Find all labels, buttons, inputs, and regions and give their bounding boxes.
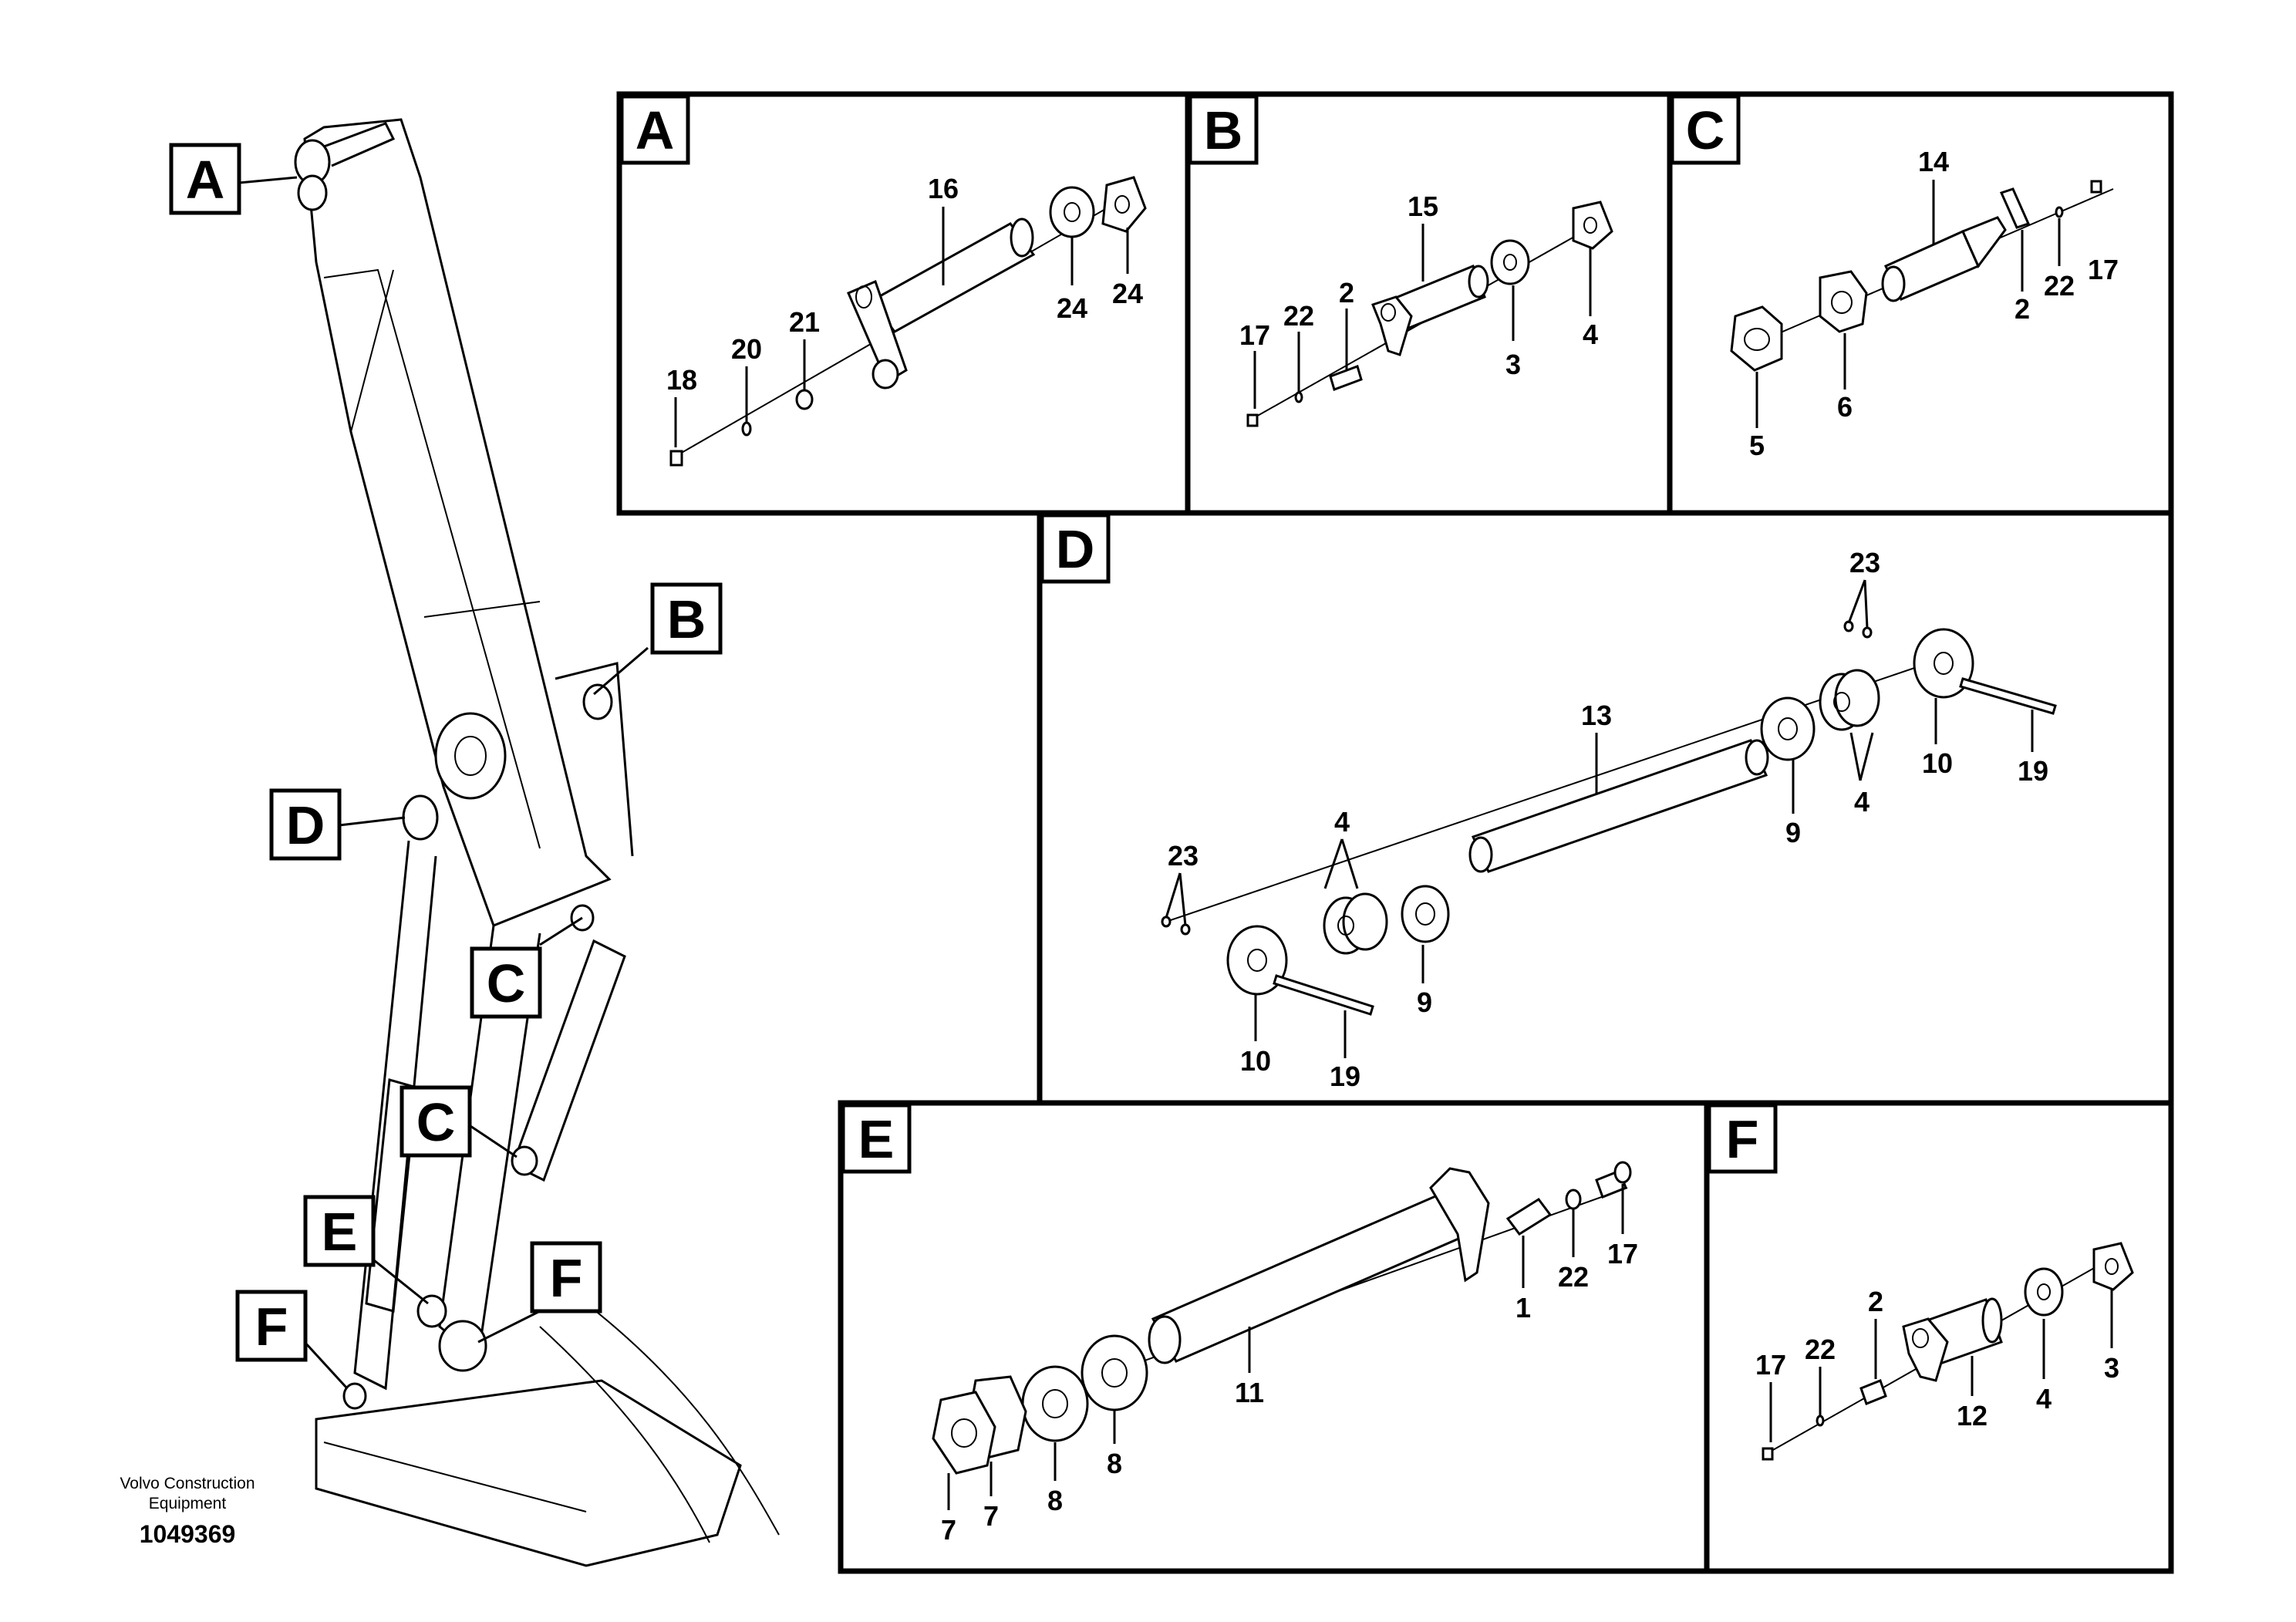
- callout-f-left: F: [235, 1290, 308, 1362]
- panel-c-parts: 14 2 22 17 5 6: [1730, 146, 2119, 461]
- svg-text:6: 6: [1837, 391, 1853, 423]
- panel-f-parts: 2 22 17 12 4 3: [1755, 1242, 2134, 1461]
- svg-text:4: 4: [1583, 319, 1598, 350]
- svg-text:22: 22: [1283, 300, 1314, 332]
- panel-a-parts: 16 24 24 18 20 21: [666, 173, 1147, 467]
- svg-text:15: 15: [1408, 191, 1438, 222]
- svg-text:1049369: 1049369: [140, 1520, 236, 1548]
- svg-text:23: 23: [1849, 547, 1880, 578]
- svg-text:3: 3: [2104, 1352, 2119, 1384]
- credit: Volvo Construction Equipment 1049369: [120, 1475, 255, 1548]
- panel-tag-b: B: [1188, 94, 1259, 165]
- svg-text:D: D: [286, 795, 325, 855]
- svg-text:21: 21: [789, 306, 820, 338]
- svg-text:20: 20: [731, 333, 762, 365]
- svg-text:9: 9: [1785, 817, 1801, 848]
- svg-text:22: 22: [1558, 1261, 1589, 1293]
- svg-text:22: 22: [1805, 1334, 1836, 1365]
- panel-d-parts: 23 13 9 4 10 19 23 4 9 10 19: [1161, 547, 2057, 1092]
- panel-tag-c: C: [1670, 94, 1741, 165]
- svg-text:10: 10: [1240, 1045, 1271, 1077]
- svg-text:A: A: [186, 150, 225, 210]
- svg-text:17: 17: [2088, 254, 2119, 285]
- svg-text:E: E: [322, 1202, 358, 1262]
- panel-b-parts: 15 17 22 2 3 4: [1239, 191, 1613, 427]
- svg-text:24: 24: [1057, 292, 1087, 324]
- panel-frames: [616, 91, 2174, 1574]
- svg-text:2: 2: [1339, 277, 1354, 309]
- callout-f-right: F: [530, 1241, 602, 1313]
- svg-text:18: 18: [666, 364, 697, 396]
- svg-text:4: 4: [1334, 806, 1350, 838]
- svg-text:F: F: [255, 1297, 288, 1357]
- svg-text:14: 14: [1918, 146, 1949, 177]
- svg-text:4: 4: [2036, 1383, 2052, 1415]
- svg-text:3: 3: [1505, 349, 1521, 380]
- callout-a: A: [169, 143, 241, 215]
- callout-e: E: [303, 1195, 376, 1267]
- boom-illustration: [294, 118, 780, 1567]
- svg-text:10: 10: [1922, 747, 1953, 779]
- svg-text:9: 9: [1417, 986, 1432, 1018]
- callout-c-lower: C: [400, 1085, 472, 1158]
- panel-tag-f: F: [1707, 1103, 1778, 1174]
- callout-d: D: [269, 788, 342, 861]
- svg-text:B: B: [667, 589, 706, 649]
- svg-text:B: B: [1204, 100, 1243, 160]
- callout-b: B: [650, 582, 723, 655]
- panel-tag-e: E: [841, 1103, 912, 1174]
- svg-text:4: 4: [1854, 786, 1870, 818]
- svg-text:5: 5: [1749, 430, 1765, 461]
- svg-text:C: C: [416, 1092, 456, 1152]
- svg-text:16: 16: [928, 173, 959, 204]
- svg-text:12: 12: [1957, 1400, 1988, 1431]
- svg-text:F: F: [550, 1248, 583, 1308]
- svg-text:F: F: [1726, 1109, 1759, 1169]
- svg-text:17: 17: [1755, 1349, 1786, 1381]
- svg-text:2: 2: [2014, 293, 2030, 325]
- svg-text:C: C: [1686, 100, 1725, 160]
- panel-tag-a: A: [619, 94, 690, 165]
- svg-text:13: 13: [1581, 700, 1612, 731]
- callout-c-upper: C: [470, 946, 542, 1019]
- svg-text:17: 17: [1607, 1238, 1638, 1270]
- svg-text:1: 1: [1515, 1292, 1531, 1324]
- svg-text:8: 8: [1107, 1448, 1122, 1479]
- panel-tag-d: D: [1040, 513, 1111, 584]
- svg-text:11: 11: [1235, 1377, 1264, 1408]
- svg-text:7: 7: [941, 1514, 956, 1546]
- svg-text:7: 7: [983, 1500, 999, 1532]
- svg-text:19: 19: [2018, 755, 2048, 787]
- svg-text:17: 17: [1239, 319, 1270, 351]
- svg-text:23: 23: [1168, 840, 1199, 872]
- svg-text:Volvo Construction: Volvo Construction: [120, 1475, 255, 1492]
- svg-text:Equipment: Equipment: [149, 1495, 227, 1512]
- svg-text:22: 22: [2044, 270, 2075, 302]
- panel-e-parts: 11 1 22 17 7 7 8 8: [932, 1161, 1638, 1546]
- svg-text:A: A: [636, 100, 675, 160]
- svg-text:D: D: [1056, 519, 1095, 579]
- svg-text:E: E: [858, 1109, 895, 1169]
- svg-text:2: 2: [1868, 1286, 1883, 1317]
- svg-text:24: 24: [1112, 278, 1143, 309]
- callout-leaders: [238, 176, 649, 1390]
- svg-text:C: C: [487, 953, 526, 1013]
- svg-text:8: 8: [1047, 1485, 1063, 1516]
- svg-text:19: 19: [1330, 1061, 1360, 1092]
